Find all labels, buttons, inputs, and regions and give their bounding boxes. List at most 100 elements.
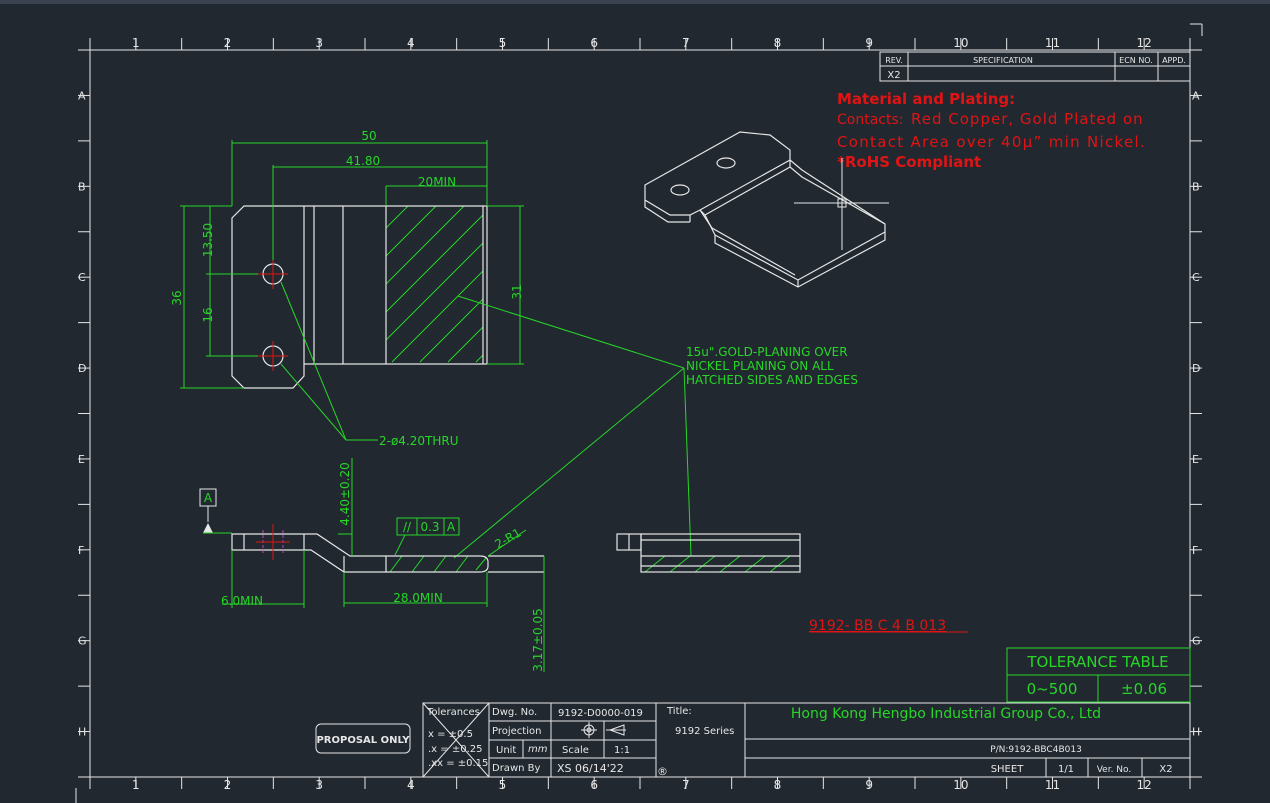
- specification-header: SPECIFICATION: [973, 56, 1033, 65]
- row-letter: E: [1192, 453, 1199, 466]
- column-number: 5: [499, 778, 507, 792]
- plating-note-line-1: 15u".GOLD-PLANING OVER: [686, 345, 848, 359]
- column-number: 1: [132, 778, 140, 792]
- row-letter: B: [78, 180, 86, 193]
- scale-label: Scale: [562, 745, 589, 756]
- column-number: 5: [499, 36, 507, 50]
- scale-value: 1:1: [614, 745, 630, 756]
- row-letter: H: [1192, 726, 1200, 739]
- contacts-text-1: Red Copper, Gold Plated on: [911, 110, 1144, 128]
- row-letter: A: [78, 89, 86, 102]
- column-number: 3: [315, 778, 323, 792]
- column-ticks: [89, 38, 1191, 789]
- row-letter: E: [78, 453, 85, 466]
- column-number: 7: [682, 778, 690, 792]
- drawn-by-label: Drawn By: [492, 763, 540, 774]
- column-number: 7: [682, 36, 690, 50]
- contacts-text-2: Contact Area over 40μ” min Nickel.: [837, 133, 1146, 151]
- unit-label: Unit: [496, 745, 516, 756]
- isometric-crosshair: [794, 158, 889, 250]
- title-value: 9192 Series: [675, 726, 734, 737]
- column-number: 4: [407, 778, 415, 792]
- side-view-dimensions: [222, 458, 545, 672]
- column-number: 12: [1137, 778, 1152, 792]
- dim-41-80: 41.80: [346, 154, 380, 168]
- projection-symbol: [581, 722, 626, 738]
- column-number: 6: [590, 778, 598, 792]
- unit-value: mm: [528, 744, 548, 755]
- row-letter: F: [78, 544, 84, 557]
- top-view: 50 41.80 20MIN 13.50 36 16 31: [170, 129, 524, 389]
- column-number: 12: [1137, 36, 1152, 50]
- hole-centerlines: [258, 259, 288, 371]
- column-number: 8: [774, 36, 782, 50]
- plating-note-line-2: NICKEL PLANING ON ALL: [686, 359, 834, 373]
- ver-value: X2: [1159, 764, 1172, 775]
- tolerances-label: Tolerances: [426, 707, 480, 718]
- ecn-header: ECN NO.: [1119, 56, 1153, 65]
- column-number: 2: [224, 778, 232, 792]
- row-letter: C: [1192, 271, 1200, 284]
- parallel-value: 0.3: [420, 520, 439, 534]
- projection-label: Projection: [492, 726, 541, 737]
- parallel-datum: A: [447, 520, 456, 534]
- column-number: 11: [1045, 36, 1060, 50]
- dim-28-0min: 28.0MIN: [393, 591, 443, 605]
- row-letter: F: [1192, 544, 1198, 557]
- row-letter: D: [78, 362, 86, 375]
- ver-label: Ver. No.: [1097, 765, 1132, 775]
- column-number: 2: [224, 36, 232, 50]
- dim-31: 31: [510, 284, 524, 299]
- part-number-code: 9192- BB C 4 B 013: [809, 618, 946, 634]
- dim-6-0min: 6.0MIN: [221, 594, 263, 608]
- column-number: 1: [132, 36, 140, 50]
- column-number: 11: [1045, 778, 1060, 792]
- side-view-hatch: [389, 555, 487, 573]
- material-note: Material and Plating: Contacts: Red Copp…: [837, 90, 1146, 171]
- row-letter: G: [78, 635, 87, 648]
- dwg-no-value: 9192-D0000-019: [558, 708, 643, 719]
- tolerance-table-title: TOLERANCE TABLE: [1026, 653, 1168, 671]
- part-number: P/N:9192-BBC4B013: [990, 745, 1082, 755]
- holes-note: 2-ø4.20THRU: [379, 434, 459, 448]
- end-view: [616, 533, 801, 573]
- column-number: 9: [865, 778, 873, 792]
- revision-block: REV. SPECIFICATION ECN NO. APPD. X2: [879, 51, 1191, 82]
- side-centerline: [256, 524, 290, 560]
- top-strip: [0, 0, 1270, 4]
- leader-lines: [280, 281, 692, 559]
- rev-header: REV.: [885, 56, 903, 65]
- row-letter: H: [78, 726, 86, 739]
- dim-4-40: 4.40±0.20: [338, 462, 352, 526]
- rohs-compliant: *RoHS Compliant: [837, 153, 981, 171]
- dim-13-50: 13.50: [201, 223, 215, 257]
- datum-label: A: [204, 491, 213, 505]
- plating-note: 15u".GOLD-PLANING OVER NICKEL PLANING ON…: [686, 345, 858, 387]
- tolerance-table: TOLERANCE TABLE 0~500 ±0.06: [1006, 647, 1191, 703]
- dim-50: 50: [361, 129, 376, 143]
- appd-header: APPD.: [1162, 56, 1186, 65]
- row-letter: C: [78, 271, 86, 284]
- column-number: 10: [953, 36, 968, 50]
- tolerance-value: ±0.06: [1121, 680, 1167, 698]
- row-letter: A: [1192, 89, 1200, 102]
- dim-3-17: 3.17±0.05: [531, 608, 545, 672]
- column-number: 9: [865, 36, 873, 50]
- registered-mark: ®: [657, 765, 668, 778]
- material-heading: Material and Plating:: [837, 90, 1015, 108]
- company-name: Hong Kong Hengbo Industrial Group Co., L…: [791, 706, 1101, 722]
- dim-2-r1: 2-R1: [492, 525, 523, 551]
- parallelism-frame: // 0.3 A: [394, 517, 460, 556]
- dim-16: 16: [201, 307, 215, 322]
- dim-20min: 20MIN: [418, 175, 456, 189]
- end-view-hatch: [644, 555, 791, 573]
- tolerance-xx: .x = ±0.25: [428, 744, 482, 755]
- proposal-stamp: PROPOSAL ONLY: [315, 723, 411, 754]
- column-number: 4: [407, 36, 415, 50]
- row-letter: G: [1192, 635, 1201, 648]
- datum-a: A: [199, 488, 232, 534]
- row-letter: B: [1192, 180, 1200, 193]
- row-ticks: [78, 49, 1202, 778]
